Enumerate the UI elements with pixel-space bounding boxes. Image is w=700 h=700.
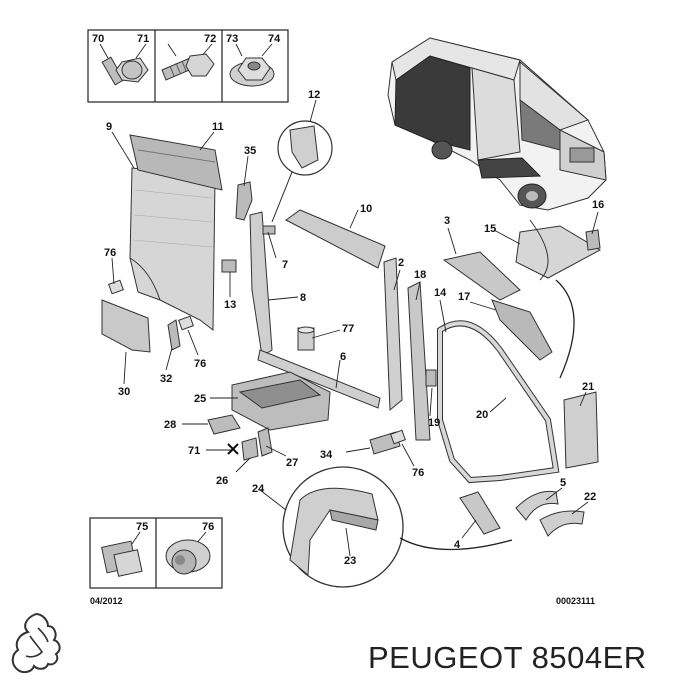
detail-23 bbox=[282, 466, 513, 588]
label-75: 75 bbox=[136, 521, 148, 533]
callout-34: 34 bbox=[320, 449, 333, 461]
callout-77: 77 bbox=[342, 323, 354, 335]
callout-7: 7 bbox=[282, 259, 288, 271]
bolt-icon bbox=[161, 53, 215, 81]
wheelarch-panel-30 bbox=[101, 299, 151, 353]
detail-12 bbox=[271, 120, 333, 223]
label-76: 76 bbox=[202, 521, 214, 533]
callout-32: 32 bbox=[160, 373, 172, 385]
label-74: 74 bbox=[268, 33, 281, 45]
callout-6: 6 bbox=[340, 351, 346, 363]
callout-labels: 9 11 12 35 10 76 7 13 8 77 6 76 32 30 25… bbox=[104, 89, 604, 567]
plug-77 bbox=[297, 326, 315, 351]
callout-18: 18 bbox=[414, 269, 426, 281]
callout-15: 15 bbox=[484, 223, 496, 235]
callout-13: 13 bbox=[224, 299, 236, 311]
van-illustration bbox=[387, 37, 607, 211]
clip-13 bbox=[221, 259, 237, 273]
callout-10: 10 bbox=[360, 203, 372, 215]
part-4 bbox=[459, 491, 501, 535]
clip-32 bbox=[167, 319, 181, 351]
callout-20: 20 bbox=[476, 409, 488, 421]
callout-22: 22 bbox=[584, 491, 596, 503]
callout-12: 12 bbox=[308, 89, 320, 101]
callout-30: 30 bbox=[118, 386, 130, 398]
callout-76a: 76 bbox=[104, 247, 116, 259]
callout-35: 35 bbox=[244, 145, 256, 157]
callout-76b: 76 bbox=[194, 358, 206, 370]
label-72: 72 bbox=[204, 33, 216, 45]
label-73: 73 bbox=[226, 33, 238, 45]
callout-71: 71 bbox=[188, 445, 200, 457]
bracket-26 bbox=[241, 437, 259, 461]
callout-2: 2 bbox=[398, 257, 404, 269]
callout-26: 26 bbox=[216, 475, 228, 487]
peugeot-lion-logo bbox=[11, 612, 61, 674]
label-71: 71 bbox=[137, 33, 149, 45]
callout-27: 27 bbox=[286, 457, 298, 469]
callout-11: 11 bbox=[212, 121, 224, 133]
bolt-icon bbox=[101, 56, 149, 86]
a-pillar-3 bbox=[442, 251, 521, 301]
callout-9: 9 bbox=[106, 121, 112, 133]
callout-4: 4 bbox=[454, 539, 461, 551]
plate-28 bbox=[207, 414, 241, 435]
diagram-ref-code: 00023111 bbox=[556, 596, 595, 606]
b-pillar-2 bbox=[383, 257, 403, 412]
part-number-caption: PEUGEOT 8504ER bbox=[368, 640, 647, 675]
hardware-box-bottom: 75 76 bbox=[89, 517, 223, 589]
grommet-icon bbox=[101, 540, 143, 577]
callout-3: 3 bbox=[444, 215, 450, 227]
clip-19 bbox=[425, 369, 437, 387]
callout-8: 8 bbox=[300, 292, 306, 304]
inner-pillar-17 bbox=[491, 299, 553, 361]
bracket-27 bbox=[257, 427, 273, 457]
plug-icon bbox=[165, 539, 211, 575]
b-pillar-inner-18 bbox=[407, 281, 431, 441]
clip-7 bbox=[262, 225, 276, 235]
callout-24: 24 bbox=[252, 483, 265, 495]
callout-19: 19 bbox=[428, 417, 440, 429]
label-70: 70 bbox=[92, 33, 104, 45]
door-frame-14 bbox=[437, 320, 560, 484]
detail-15-16 bbox=[515, 225, 602, 279]
callout-25: 25 bbox=[194, 393, 206, 405]
callout-23: 23 bbox=[344, 555, 356, 567]
callout-17: 17 bbox=[458, 291, 470, 303]
diagram-date: 04/2012 bbox=[90, 596, 123, 606]
cross-mark-icon bbox=[227, 443, 239, 455]
roof-rail-10 bbox=[285, 209, 386, 269]
flange-nut-icon bbox=[229, 57, 275, 87]
hardware-box-top: 70 71 72 73 74 bbox=[87, 29, 289, 103]
callout-5: 5 bbox=[560, 477, 566, 489]
callout-21: 21 bbox=[582, 381, 594, 393]
leader-lines bbox=[111, 99, 599, 557]
rear-side-panel bbox=[129, 134, 223, 332]
callout-16: 16 bbox=[592, 199, 604, 211]
bracket-35 bbox=[235, 181, 253, 221]
callout-28: 28 bbox=[164, 419, 176, 431]
callout-76c: 76 bbox=[412, 467, 424, 479]
part-22 bbox=[539, 510, 585, 537]
callout-14: 14 bbox=[434, 287, 447, 299]
sill-6 bbox=[257, 349, 381, 409]
